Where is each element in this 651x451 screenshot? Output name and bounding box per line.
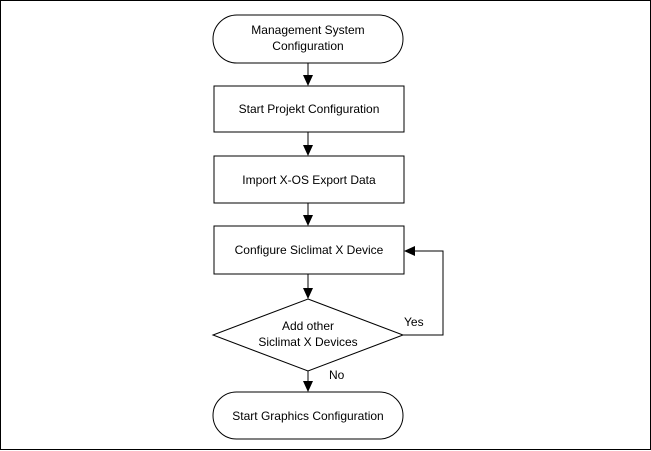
decision-line-1: Add other [282, 319, 334, 333]
decision-add-other-devices: Add other Siclimat X Devices [211, 298, 405, 372]
no-label: No [329, 368, 345, 382]
process-import-xos-export-data: Import X-OS Export Data [213, 155, 405, 204]
process-start-projekt-label: Start Projekt Configuration [239, 102, 380, 116]
connector-import-to-configure [303, 203, 313, 226]
process-start-projekt-configuration: Start Projekt Configuration [213, 85, 405, 133]
connector-configure-to-decision [303, 274, 313, 299]
end-terminal: Start Graphics Configuration [212, 391, 404, 440]
connector-no-to-end [303, 371, 313, 392]
start-terminal: Management System Configuration [212, 14, 404, 64]
connector-yes-loop [403, 246, 444, 336]
end-terminal-label: Start Graphics Configuration [232, 409, 383, 423]
decision-line-2: Siclimat X Devices [258, 335, 357, 349]
start-terminal-line-2: Configuration [272, 39, 343, 53]
process-configure-siclimat-x-device: Configure Siclimat X Device [213, 225, 405, 275]
yes-label: Yes [404, 315, 424, 329]
connector-projekt-to-import [303, 132, 313, 156]
connector-start-to-projekt [303, 63, 313, 86]
process-configure-label: Configure Siclimat X Device [235, 243, 384, 257]
process-import-label: Import X-OS Export Data [242, 173, 376, 187]
start-terminal-line-1: Management System [251, 23, 364, 37]
